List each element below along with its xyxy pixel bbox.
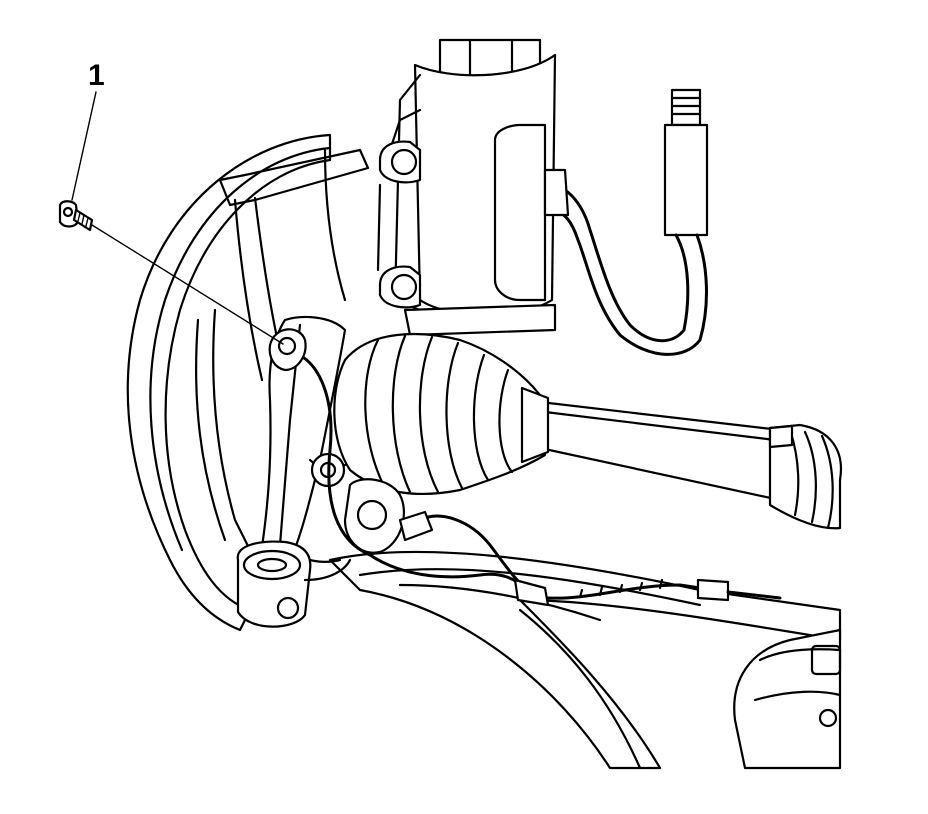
- subframe: [733, 628, 842, 770]
- bolt-leader-line: [91, 224, 284, 345]
- ball-joint-boss: [236, 540, 352, 628]
- strut-assembly: [376, 38, 557, 337]
- sensor-mount: [268, 328, 307, 372]
- callout-leader: [71, 91, 97, 201]
- wheel-speed-sensor-wire: [290, 350, 782, 607]
- callout-number: 1: [88, 59, 105, 92]
- bolt: [58, 200, 94, 232]
- brake-hose: [543, 88, 709, 356]
- cv-boot: [333, 332, 550, 495]
- drive-axle: [538, 400, 843, 530]
